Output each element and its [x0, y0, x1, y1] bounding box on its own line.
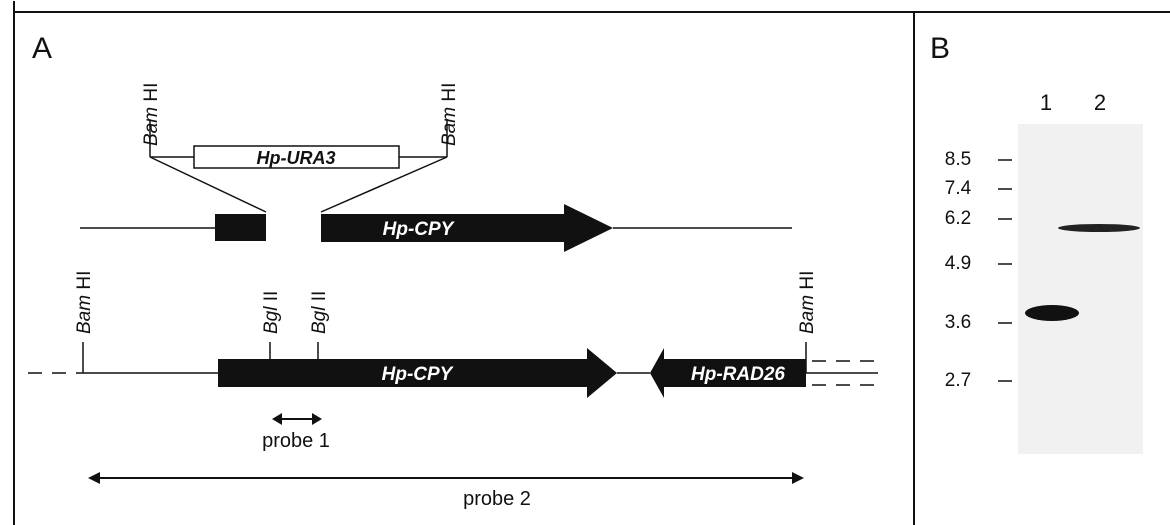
- probe-2-label: probe 2: [463, 488, 531, 510]
- probe-1-label: probe 1: [262, 430, 330, 452]
- insertion-line-right: [320, 156, 448, 213]
- disruption-cassette: Bam HI Bam HI Hp-URA3: [141, 83, 460, 213]
- band-lane-1: [1025, 305, 1079, 321]
- ura3-box: [193, 145, 400, 169]
- cpy-genomic-label: Hp-CPY: [382, 364, 455, 385]
- marker-label-3.6: 3.6: [945, 312, 971, 333]
- probe-2: probe 2: [88, 472, 804, 510]
- bglii-label-2: Bgl II: [309, 291, 330, 334]
- panel-b-label: B: [930, 32, 950, 65]
- rad26-label: Hp-RAD26: [691, 364, 785, 385]
- marker-label-2.7: 2.7: [945, 370, 971, 391]
- cpy-top-label: Hp-CPY: [383, 219, 456, 240]
- rad26-arrow: [650, 348, 806, 398]
- panel-b: B 1 2 8.5 7.4 6.2 4.9 3.6 2.7: [930, 32, 1143, 454]
- probe-2-arrowhead-right: [792, 472, 804, 484]
- bamhi-label-genomic-left: Bam HI: [74, 271, 95, 334]
- marker-label-7.4: 7.4: [945, 178, 972, 199]
- cpy-5prime-fragment: [215, 214, 266, 241]
- bamhi-label-genomic-right: Bam HI: [797, 271, 818, 334]
- cpy-arrow-genomic: [218, 348, 617, 398]
- bamhi-label-cassette-left: Bam HI: [141, 83, 162, 146]
- southern-blot: [1018, 124, 1143, 454]
- probe-1-arrowhead-right: [312, 413, 322, 425]
- marker-label-6.2: 6.2: [945, 208, 971, 229]
- genomic-locus: Bam HI Bgl II Bgl II Bam HI Hp-CPY Hp-RA…: [28, 271, 878, 398]
- figure-frame: [13, 1, 1170, 525]
- ura3-label: Hp-URA3: [257, 148, 336, 168]
- bglii-label-1: Bgl II: [261, 291, 282, 334]
- probe-2-arrowhead-left: [88, 472, 100, 484]
- probe-1-arrowhead-left: [272, 413, 282, 425]
- lane-label-1: 1: [1040, 90, 1052, 115]
- probe-1: probe 1: [262, 413, 330, 452]
- panel-a: A Bam HI Bam HI Hp-URA3 Hp-CPY: [28, 32, 878, 510]
- marker-label-8.5: 8.5: [945, 149, 971, 170]
- bamhi-label-cassette-right: Bam HI: [439, 83, 460, 146]
- size-markers: 8.5 7.4 6.2 4.9 3.6 2.7: [945, 149, 1012, 391]
- panel-a-label: A: [32, 32, 52, 65]
- cpy-arrow-top: [321, 204, 613, 252]
- disrupted-cpy-locus: Hp-CPY: [80, 204, 792, 252]
- marker-label-4.9: 4.9: [945, 253, 971, 274]
- band-lane-2: [1058, 224, 1140, 232]
- lane-label-2: 2: [1094, 90, 1106, 115]
- insertion-line-left: [149, 156, 267, 213]
